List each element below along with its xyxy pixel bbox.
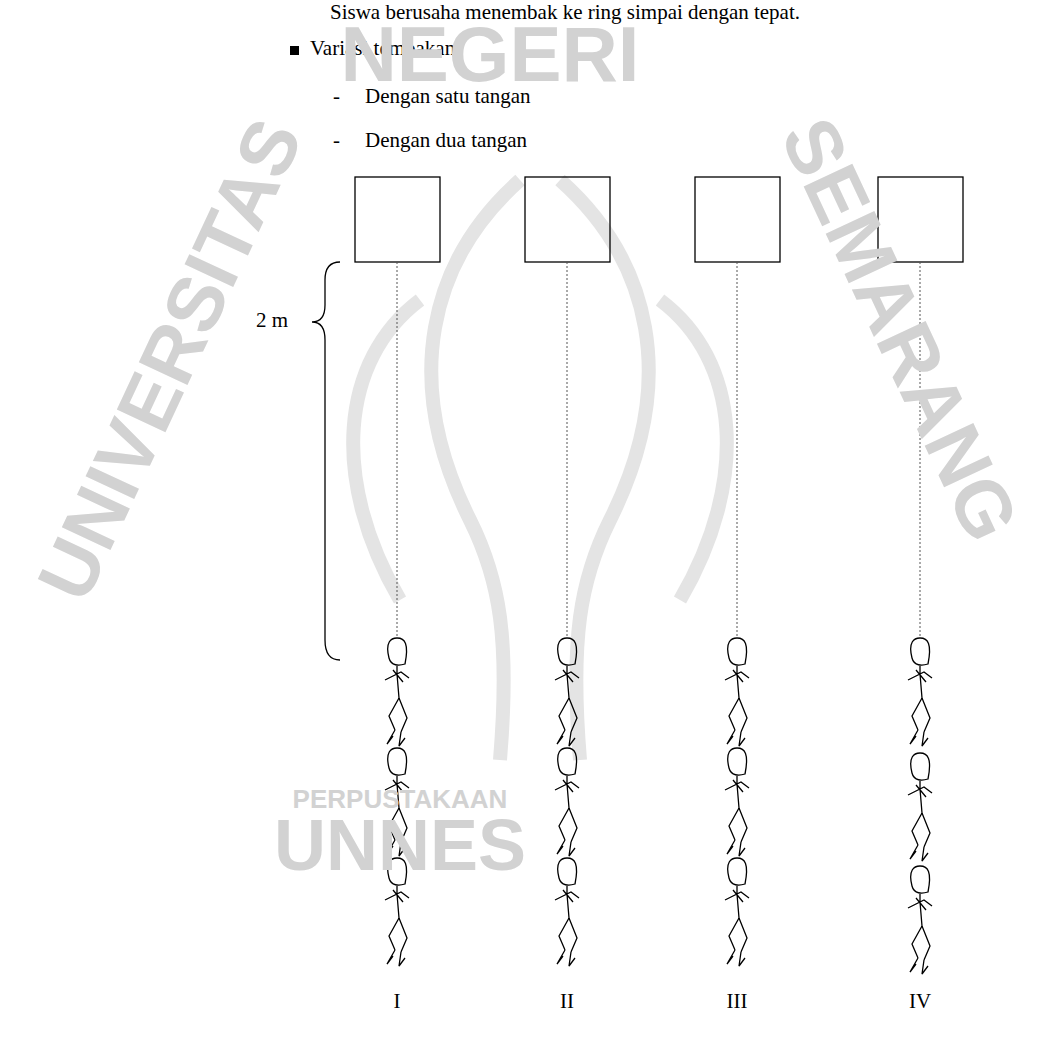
watermark-logo: [353, 180, 727, 760]
bullet-square: [290, 46, 299, 55]
column-number: II: [560, 989, 574, 1014]
watermark-text: SEMARANG: [761, 104, 1038, 556]
list-item: Dengan dua tangan: [365, 128, 527, 153]
dash-marker: -: [333, 128, 340, 153]
student-figure: [908, 753, 932, 861]
watermark-text: UNIVERSITAS: [18, 105, 322, 615]
column-number: I: [394, 989, 401, 1014]
dash-marker: -: [333, 84, 340, 109]
student-figure: [725, 858, 749, 966]
student-figure: [908, 866, 932, 974]
student-figure: [385, 638, 409, 746]
distance-brace: [312, 262, 340, 660]
column-number: IV: [909, 989, 931, 1014]
student-figure: [555, 748, 579, 856]
student-figure: [555, 858, 579, 966]
student-figure: [725, 748, 749, 856]
dimension-label: 2 m: [256, 308, 288, 333]
sight-lines: [397, 262, 920, 638]
student-figure: [908, 638, 932, 746]
watermark-text: NEGERI: [340, 8, 639, 102]
column-number: III: [727, 989, 748, 1014]
watermark-text: UNNES: [274, 802, 526, 888]
student-figure: [725, 638, 749, 746]
student-figure: [555, 638, 579, 746]
